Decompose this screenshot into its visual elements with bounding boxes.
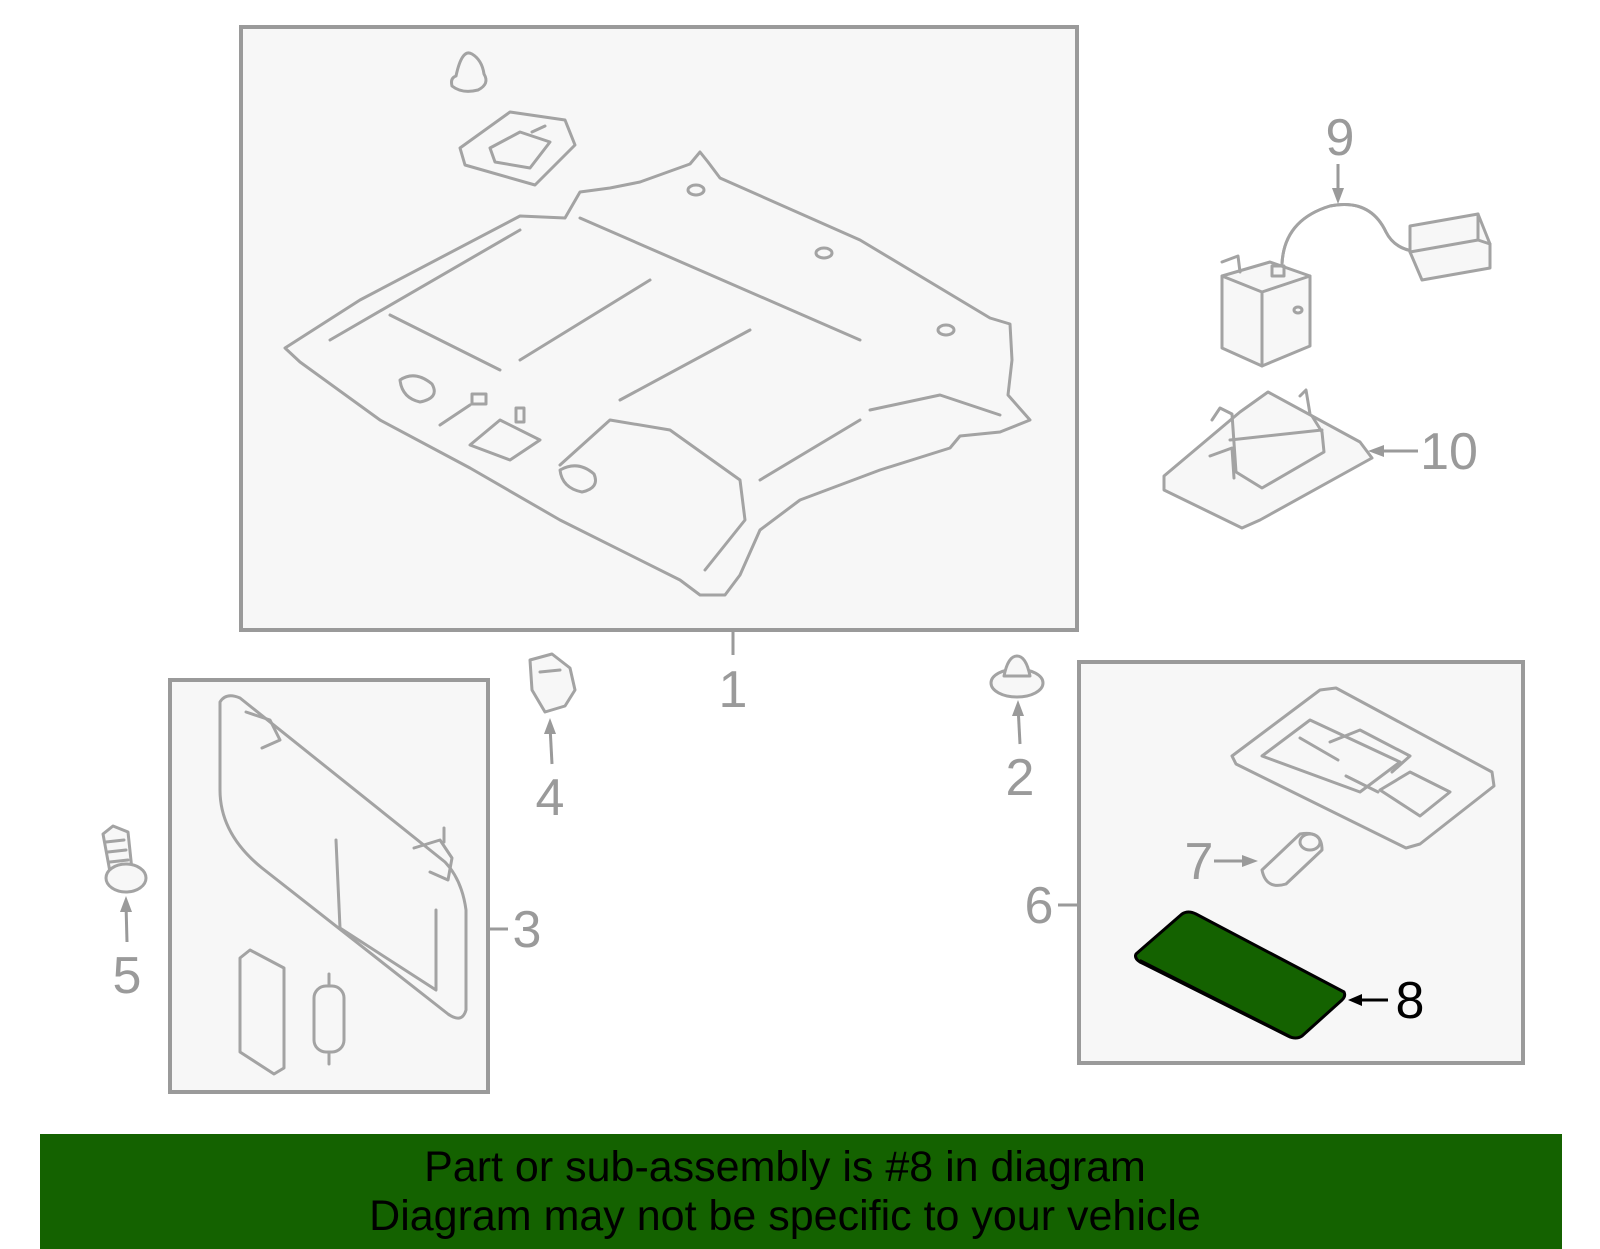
lamp-lens-part[interactable] xyxy=(1134,910,1347,1040)
callout-4: 4 xyxy=(536,769,565,827)
banner-line-disclaimer: Diagram may not be specific to your vehi… xyxy=(369,1192,1201,1240)
arrow-5 xyxy=(120,896,132,912)
callout-3: 3 xyxy=(513,901,542,959)
screw-part[interactable] xyxy=(101,824,148,894)
callout-2: 2 xyxy=(1006,749,1035,807)
arrow-8 xyxy=(1348,994,1362,1006)
arrow-4 xyxy=(544,718,556,734)
callout-9: 9 xyxy=(1326,109,1355,167)
headliner-clip-top[interactable] xyxy=(450,51,488,93)
lamp-bulb-part[interactable] xyxy=(1260,831,1324,887)
wire-harness-part[interactable] xyxy=(1220,203,1492,368)
arrow-9 xyxy=(1332,188,1344,204)
map-lamp-housing-part[interactable] xyxy=(1230,686,1496,850)
callout-8: 8 xyxy=(1396,972,1425,1030)
banner-line-part-number: Part or sub-assembly is #8 in diagram xyxy=(424,1143,1146,1191)
callout-7: 7 xyxy=(1185,833,1214,891)
arrow-2 xyxy=(1012,700,1024,716)
push-clip-part[interactable] xyxy=(989,654,1045,699)
visor-bulb-part[interactable] xyxy=(312,972,346,1066)
headliner-part[interactable] xyxy=(283,150,1032,597)
headliner-bracket[interactable] xyxy=(458,110,577,187)
arrow-10 xyxy=(1368,445,1384,457)
callout-10: 10 xyxy=(1420,423,1478,481)
visor-mirror-part[interactable] xyxy=(238,948,286,1076)
callout-6: 6 xyxy=(1025,877,1054,935)
callout-5: 5 xyxy=(113,947,142,1005)
module-bracket-part[interactable] xyxy=(1162,388,1374,530)
info-banner: Part or sub-assembly is #8 in diagram Di… xyxy=(40,1134,1562,1249)
callout-1: 1 xyxy=(719,661,748,719)
visor-clip-part[interactable] xyxy=(528,652,577,714)
sun-visor-part[interactable] xyxy=(218,694,468,1020)
arrow-7 xyxy=(1242,855,1258,867)
lamp-lens-highlight[interactable] xyxy=(1134,910,1347,1040)
